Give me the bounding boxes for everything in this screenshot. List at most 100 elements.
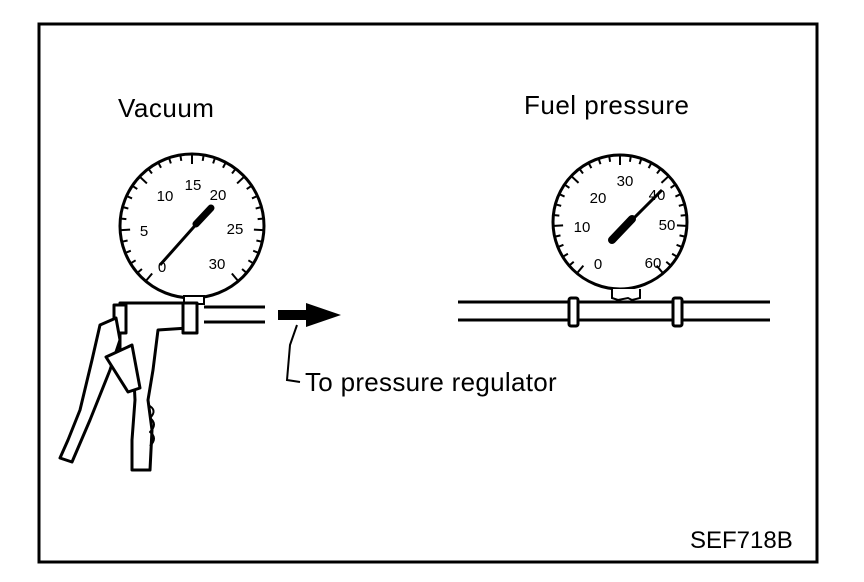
vacuum-gauge-ticks [121, 155, 263, 282]
fuel-gauge-tick [597, 159, 602, 165]
vacuum-gauge: 0 5 10 15 20 25 30 [118, 152, 266, 305]
pressure-regulator-label: To pressure regulator [305, 367, 557, 397]
fuel-scale-20: 20 [590, 190, 607, 207]
vacuum-gauge-tick [121, 217, 127, 221]
regulator-arrow-head [306, 303, 341, 327]
fuel-scale-10: 10 [574, 219, 591, 236]
fuel-gauge-tick [563, 252, 569, 258]
vacuum-gauge-tick [179, 155, 183, 162]
vacuum-gauge-tick [255, 206, 261, 210]
regulator-arrow [278, 303, 341, 383]
fuel-gauge-tick [671, 252, 677, 258]
pump-coupling [181, 301, 199, 335]
regulator-arrow-shaft [278, 310, 308, 320]
vacuum-gauge-tick [157, 162, 162, 169]
fuel-gauge-needle-base [608, 215, 636, 244]
vacuum-gauge-tick [231, 272, 239, 282]
fuel-gauge-tick [670, 184, 676, 189]
fuel-pressure-title: Fuel pressure [524, 90, 690, 120]
diagram-border [37, 22, 819, 564]
vacuum-gauge-tick [125, 249, 132, 254]
vacuum-gauge-tick [132, 185, 138, 190]
fuel-gauge-tick [608, 156, 612, 162]
fuel-line-clamp-left [567, 296, 580, 328]
fuel-gauge-tick [680, 214, 686, 217]
vacuum-gauge-tick [123, 206, 129, 210]
fuel-gauge-tick [628, 156, 632, 162]
vacuum-gauge-needle-tip [192, 204, 215, 228]
vacuum-gauge-tick [236, 176, 245, 185]
vacuum-gauge-tick [253, 228, 263, 232]
fuel-gauge-tick [555, 234, 561, 238]
vacuum-gauge-tick [246, 185, 252, 190]
vacuum-gauge-tick [137, 268, 143, 274]
vacuum-gauge-tick [145, 272, 153, 282]
vacuum-gauge-tick [212, 158, 216, 164]
vacuum-gauge-tick [121, 228, 131, 232]
fuel-gauge-tick [558, 243, 564, 248]
regulator-leader-line [285, 324, 301, 383]
vacuum-gauge-tick [222, 162, 227, 169]
figure-code: SEF718B [690, 527, 793, 554]
vacuum-scale-5: 5 [140, 223, 148, 240]
fuel-gauge-tick [576, 265, 585, 274]
vacuum-gauge-tick [122, 239, 128, 243]
vacuum-scale-30: 30 [209, 256, 226, 273]
fuel-line [458, 296, 770, 328]
fuel-gauge-tick [665, 260, 671, 266]
fuel-scale-60: 60 [645, 255, 662, 272]
fuel-gauge-tick [676, 224, 686, 227]
vacuum-scale-20: 20 [210, 187, 227, 204]
fuel-scale-0: 0 [594, 256, 602, 273]
vacuum-scale-0: 0 [158, 259, 166, 276]
fuel-gauge-tick [564, 184, 570, 189]
vacuum-gauge-tick [231, 168, 236, 175]
fuel-scale-50: 50 [659, 217, 676, 234]
fuel-scale-30: 30 [617, 173, 634, 190]
vacuum-gauge-tick [241, 268, 247, 274]
vacuum-gauge-tick [168, 158, 172, 164]
vacuum-gauge-tick [251, 195, 257, 200]
fuel-gauge-tick [638, 159, 643, 165]
fuel-gauge-tick [579, 168, 584, 175]
fuel-line-clamp-right [671, 296, 684, 328]
fuel-gauge-tick [660, 175, 669, 184]
vacuum-gauge-scale: 0 5 10 15 20 25 30 [140, 177, 244, 276]
fuel-gauge-tick [556, 203, 562, 207]
fuel-gauge-tick [679, 234, 685, 238]
fuel-gauge-tick [588, 163, 593, 169]
vacuum-gauge-tick [257, 217, 263, 221]
vacuum-scale-10: 10 [157, 188, 174, 205]
fuel-gauge-tick [647, 163, 652, 169]
pump-grip-web [104, 343, 142, 394]
fuel-gauge-tick [559, 193, 565, 198]
vacuum-gauge-tick [256, 239, 262, 243]
fuel-gauge-mount [611, 289, 641, 302]
vacuum-scale-25: 25 [227, 221, 244, 238]
fuel-gauge-tick [554, 224, 564, 227]
fuel-gauge-tick [678, 203, 684, 207]
pump-grip-ridges [147, 404, 155, 447]
vacuum-title: Vacuum [118, 93, 215, 123]
vacuum-gauge-tick [201, 155, 205, 162]
fuel-gauge-tick [675, 193, 681, 198]
vacuum-gauge-tick [247, 259, 254, 264]
vacuum-gauge-needle [158, 219, 202, 266]
fuel-pressure-gauge: 0 10 20 30 40 50 60 [551, 153, 689, 302]
vacuum-gauge-tick [148, 168, 153, 175]
fuel-gauge-ticks [554, 156, 686, 274]
vacuum-gauge-tick [127, 195, 133, 200]
fuel-gauge-tick [676, 243, 682, 248]
fuel-gauge-tick [655, 265, 664, 274]
vacuum-gauge-tick [252, 249, 259, 254]
fuel-gauge-tick [554, 214, 560, 217]
pump-lever [58, 316, 122, 464]
vacuum-gauge-tick [130, 259, 137, 264]
vacuum-scale-15: 15 [185, 177, 202, 194]
fuel-gauge-tick [569, 260, 575, 266]
vacuum-hand-pump [58, 301, 265, 472]
fuel-gauge-tick [571, 175, 580, 184]
fuel-gauge-tick [656, 168, 661, 175]
vacuum-gauge-tick [139, 176, 148, 185]
